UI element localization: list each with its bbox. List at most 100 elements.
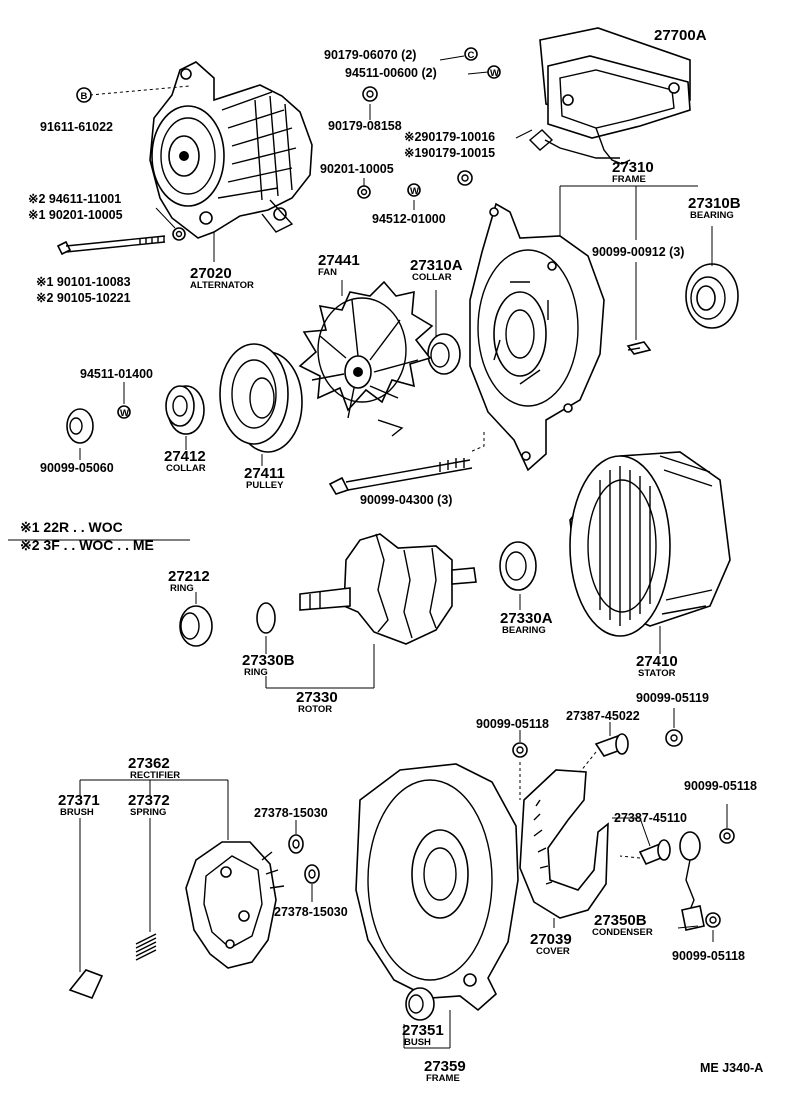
collar-27310A-drawing <box>427 333 461 375</box>
marker-c-label: C <box>468 50 475 61</box>
label-27441: 27441 <box>318 252 360 269</box>
label-27410-stator: STATOR <box>638 668 676 679</box>
label-90201-10005-b: ※1 90201-10005 <box>28 208 123 222</box>
condenser-27350B-drawing <box>679 831 705 931</box>
label-27372-spring: SPRING <box>130 807 166 818</box>
regulator-27700A-drawing <box>528 27 691 165</box>
label-91611-61022: 91611-61022 <box>40 120 113 134</box>
brush-27371-drawing <box>68 969 104 1000</box>
bearing-27310B-drawing <box>685 263 739 329</box>
pulley-27411-drawing <box>219 343 303 453</box>
label-27359-frame: FRAME <box>426 1073 460 1084</box>
label-27700A: 27700A <box>654 27 707 44</box>
through-bolt-left <box>56 235 166 256</box>
label-27378-15030-b: 27378-15030 <box>274 905 348 919</box>
rotor-27330-drawing <box>299 533 477 645</box>
label-27411-pulley: PULLEY <box>246 480 284 491</box>
fan-27441-drawing <box>298 280 434 437</box>
label-27387-45022: 27387-45022 <box>566 709 640 723</box>
label-90099-05118-c: 90099-05118 <box>672 949 745 963</box>
ring-27330B-drawing <box>256 602 276 634</box>
ring-27212-drawing <box>179 605 213 647</box>
label-27330-rotor: ROTOR <box>298 704 332 715</box>
bearing-27330A-drawing <box>499 541 537 591</box>
part-labels: 91611-61022 90179-06070 (2) 94511-00600 … <box>20 27 763 1084</box>
label-90179-08158: 90179-08158 <box>328 119 402 133</box>
marker-w-label-1: W <box>490 68 499 79</box>
label-90099-05060: 90099-05060 <box>40 461 114 475</box>
label-190179-10015: ※190179-10015 <box>404 146 495 160</box>
terminal-27387-45110-drawing <box>638 839 671 866</box>
label-27310A: 27310A <box>410 257 463 274</box>
label-90099-00912: 90099-00912 (3) <box>592 245 684 259</box>
alternator-assembly-drawing <box>149 61 313 239</box>
collar-27412-drawing <box>165 385 205 435</box>
label-90201-10005: 90201-10005 <box>320 162 394 176</box>
label-27020-alternator: ALTERNATOR <box>190 280 254 291</box>
label-290179-10016: ※290179-10016 <box>404 130 495 144</box>
note-1: ※1 22R . . WOC <box>20 519 123 535</box>
label-27310-frame: FRAME <box>612 174 646 185</box>
label-90099-05118-a: 90099-05118 <box>476 717 549 731</box>
label-27362-rectifier: RECTIFIER <box>130 770 180 781</box>
label-27359: 27359 <box>424 1058 466 1075</box>
label-27212: 27212 <box>168 568 210 585</box>
label-90101-10083: ※1 90101-10083 <box>36 275 131 289</box>
drive-end-frame-drawing <box>469 202 605 472</box>
bush-27351-drawing <box>405 987 435 1021</box>
label-94511-01400: 94511-01400 <box>80 367 153 381</box>
label-27378-15030-a: 27378-15030 <box>254 806 328 820</box>
label-94511-00600: 94511-00600 (2) <box>345 66 437 80</box>
label-27387-45110: 27387-45110 <box>614 811 687 825</box>
reference-code: ME J340-A <box>700 1061 763 1075</box>
leader-lines <box>8 55 728 1049</box>
label-27020: 27020 <box>190 265 232 282</box>
note-2: ※2 3F . . WOC . . ME <box>20 537 154 553</box>
label-27351-bush: BUSH <box>404 1037 431 1048</box>
stator-27410-drawing <box>569 451 731 637</box>
label-27310B: 27310B <box>688 195 741 212</box>
label-90179-06070: 90179-06070 (2) <box>324 48 416 62</box>
label-94611-11001: ※2 94611-11001 <box>28 192 121 206</box>
marker-b-label: B <box>81 91 88 102</box>
label-27362: 27362 <box>128 755 170 772</box>
terminal-27387-45022-drawing <box>594 733 629 757</box>
label-27350B: 27350B <box>594 912 647 929</box>
spring-27372-drawing <box>135 933 157 961</box>
label-27310B-bearing: BEARING <box>690 210 734 221</box>
label-27310: 27310 <box>612 159 654 176</box>
marker-w-label-3: W <box>120 408 129 419</box>
nut-90099-05060-drawing <box>66 408 94 444</box>
rear-frame-27359-drawing <box>355 763 519 1012</box>
label-27039-cover: COVER <box>536 946 570 957</box>
label-90105-10221: ※2 90105-10221 <box>36 291 131 305</box>
label-27412: 27412 <box>164 448 206 465</box>
label-27330A: 27330A <box>500 610 553 627</box>
label-27372: 27372 <box>128 792 170 809</box>
label-27412-collar: COLLAR <box>166 463 206 474</box>
marker-w-label-2: W <box>410 186 419 197</box>
label-27351: 27351 <box>402 1022 444 1039</box>
label-90099-05119: 90099-05119 <box>636 691 709 705</box>
label-27039: 27039 <box>530 931 572 948</box>
label-27310A-collar: COLLAR <box>412 272 452 283</box>
label-27330A-bearing: BEARING <box>502 625 546 636</box>
insulators-27378-drawing <box>288 834 320 884</box>
label-90099-04300: 90099-04300 (3) <box>360 493 452 507</box>
label-27371-brush: BRUSH <box>60 807 94 818</box>
label-27330: 27330 <box>296 689 338 706</box>
through-bolt-right <box>328 458 473 495</box>
label-27410: 27410 <box>636 653 678 670</box>
label-94512-01000: 94512-01000 <box>372 212 446 226</box>
label-27441-fan: FAN <box>318 267 337 278</box>
label-27330B: 27330B <box>242 652 295 669</box>
label-27212-ring: RING <box>170 583 194 594</box>
fasteners-top: B C W W <box>76 47 501 241</box>
label-90099-05118-b: 90099-05118 <box>684 779 757 793</box>
label-27371: 27371 <box>58 792 100 809</box>
label-27350B-condenser: CONDENSER <box>592 927 653 938</box>
cover-27039-drawing <box>519 769 609 919</box>
label-27411: 27411 <box>244 465 285 482</box>
rectifier-27362-drawing <box>185 841 285 969</box>
